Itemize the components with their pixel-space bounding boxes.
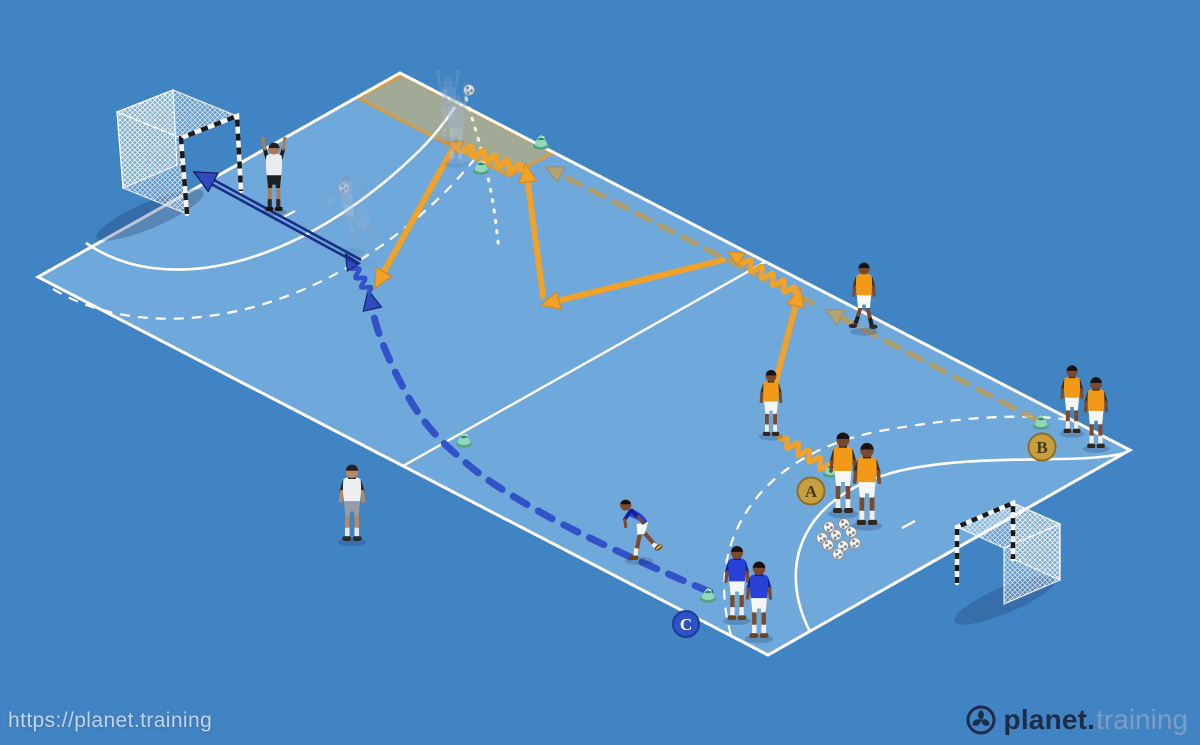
watermark-url-text: https://planet.training — [8, 709, 213, 732]
pass-to-center-head — [785, 286, 805, 309]
ball-pile-ball-6 — [822, 539, 834, 551]
dribble-to-middle-head — [726, 250, 747, 267]
arrow-run-from-C — [362, 288, 714, 596]
arrow-pass-to-center — [770, 286, 805, 395]
planet-training-logo-icon — [966, 705, 996, 735]
watermark-url: https://planet.training — [8, 709, 212, 733]
left-free-throw-line — [52, 159, 475, 320]
shot-on-goal-head — [192, 171, 220, 193]
arrow-lob-trajectory — [464, 96, 501, 252]
station-badge-label: C — [680, 615, 692, 634]
planet-training-logo: planet. training — [964, 703, 1188, 737]
arrow-cross-pass-left — [539, 257, 726, 310]
run-from-C-head — [362, 288, 383, 312]
station-badge-circle — [796, 476, 826, 506]
court-boundary-line — [34, 71, 1134, 657]
ball-pile-ball-4 — [830, 529, 842, 541]
station-badge-a: A — [796, 476, 826, 506]
right-goal-area-line — [794, 451, 1126, 633]
station-badge-circle — [1027, 432, 1057, 462]
logo-text-planet: planet. — [1003, 704, 1096, 735]
ball-pile-ball-9 — [832, 548, 844, 560]
station-badges: A B C — [672, 432, 1057, 638]
arrow-pass-up-wing — [518, 161, 546, 299]
station-badge-c: C — [672, 610, 700, 638]
goal-left-frame — [178, 112, 244, 217]
station-badge-b: B — [1027, 432, 1057, 462]
run-from-B-leg1-head — [824, 308, 846, 327]
goal-left — [96, 89, 244, 241]
station-badge-label: A — [805, 482, 818, 501]
goal-right-frame — [954, 499, 1016, 586]
arrow-run-from-B-leg2 — [544, 165, 815, 306]
station-badge-circle — [672, 610, 700, 638]
arrow-shot-on-goal — [192, 171, 362, 266]
left-goal-area-line — [85, 106, 457, 271]
run-from-B-leg2-head — [544, 165, 566, 184]
arrow-pass-to-shooter — [374, 147, 455, 290]
goal-right — [954, 499, 1062, 625]
ball-pile-ball-8 — [849, 537, 861, 549]
right-4m-mark — [901, 520, 916, 529]
arrow-dribble-from-A — [776, 434, 835, 473]
arrow-dribble-to-middle — [726, 250, 799, 296]
logo-text-training: training — [1096, 704, 1188, 735]
pass-to-shooter-head — [374, 266, 393, 290]
cross-pass-left-head — [539, 290, 562, 310]
station-badge-label: B — [1036, 438, 1047, 457]
pass-up-wing-head — [518, 161, 538, 184]
center-line — [402, 260, 766, 468]
